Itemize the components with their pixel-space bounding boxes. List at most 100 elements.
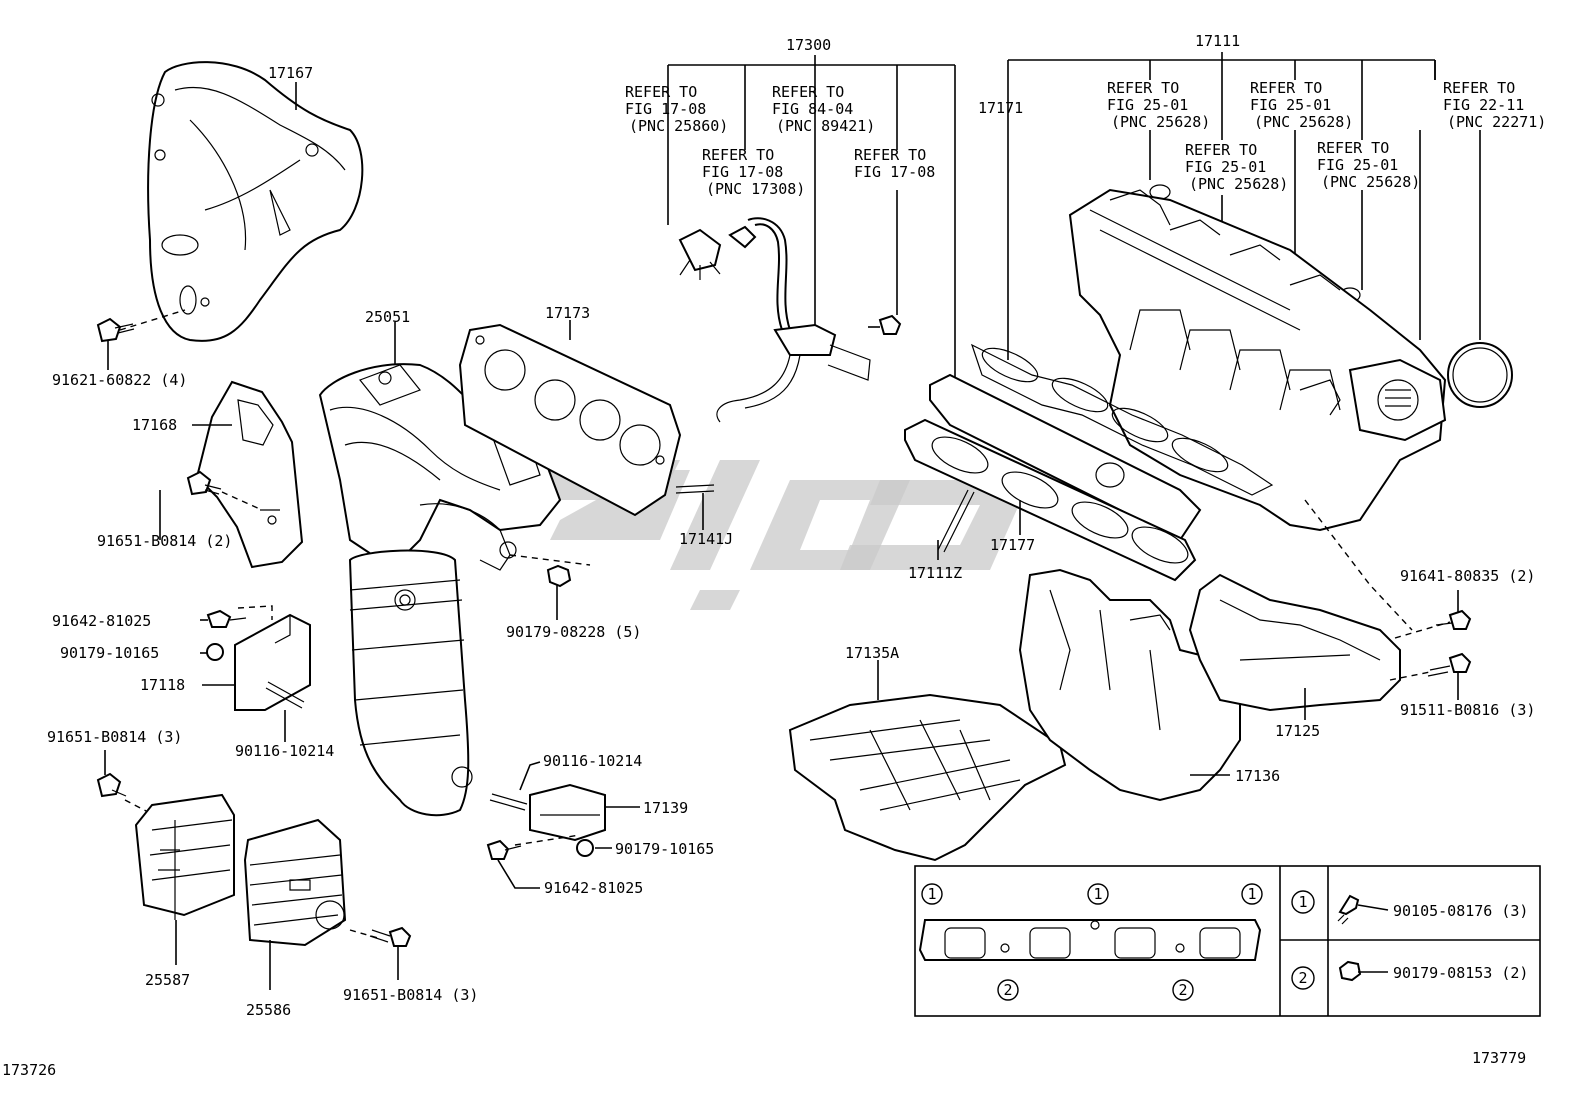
nut-90179-c (576, 839, 594, 857)
label-17136: 17136 (1235, 767, 1280, 785)
label-17139: 17139 (643, 799, 688, 817)
refer-3-line-1: REFER TO (772, 83, 844, 101)
refer-9-line-3: (PNC 22271) (1447, 113, 1546, 131)
label-90116-b: 90116-10214 (543, 752, 642, 770)
label-91642-a: 91642-81025 (52, 612, 151, 630)
label-17177: 17177 (990, 536, 1035, 554)
marker-1-right: 1 (1247, 885, 1256, 903)
label-91641: 91641-80835 (2) (1400, 567, 1535, 585)
label-17173: 17173 (545, 304, 590, 322)
label-91642-b: 91642-81025 (544, 879, 643, 897)
label-90179-c: 90179-10165 (615, 840, 714, 858)
insulator-25586 (243, 818, 347, 947)
refer-6-line-2: FIG 25-01 (1185, 158, 1266, 176)
label-25587: 25587 (145, 971, 190, 989)
refer-5-line-2: FIG 25-01 (1107, 96, 1188, 114)
refer-7-line-2: FIG 25-01 (1250, 96, 1331, 114)
gasket-17173 (458, 323, 682, 517)
bolt-91642-a (206, 609, 247, 628)
callout-labels: 17167 91621-60822 (4) 17168 91651-B0814 … (47, 32, 1535, 1019)
label-91621: 91621-60822 (4) (52, 371, 187, 389)
legend-box (914, 865, 1541, 1017)
bolt-91621 (96, 317, 135, 343)
label-17135a: 17135A (845, 644, 899, 662)
refer-9-line-1: REFER TO (1443, 79, 1515, 97)
stud-17141j (675, 484, 715, 494)
refer-8-line-2: FIG 25-01 (1317, 156, 1398, 174)
insulator-25587 (134, 793, 235, 920)
label-91651-a: 91651-B0814 (2) (97, 532, 232, 550)
bracket-17139 (529, 783, 606, 842)
label-90179-a: 90179-10165 (60, 644, 159, 662)
label-17167: 17167 (268, 64, 313, 82)
spacer-17177 (904, 373, 1202, 582)
refer-2-line-2: FIG 17-08 (702, 163, 783, 181)
bolt-91511 (1427, 652, 1472, 677)
label-17111z: 17111Z (908, 564, 962, 582)
gasket-17171 (970, 343, 1274, 496)
exhaust-manifold-25051 (318, 363, 562, 817)
stud-17111z (937, 489, 975, 553)
bolt-91651-b (96, 772, 127, 798)
label-25586: 25586 (246, 1001, 291, 1019)
refer-7-line-3: (PNC 25628) (1254, 113, 1353, 131)
bolt-91651-a (186, 470, 222, 496)
bracket-17118 (234, 613, 311, 711)
label-legend-part-1: 90105-08176 (3) (1393, 902, 1528, 920)
label-17171: 17171 (978, 99, 1023, 117)
refer-5-line-3: (PNC 25628) (1111, 113, 1210, 131)
legend-marker-2: 2 (1298, 969, 1307, 987)
heat-insulator-17168 (195, 380, 304, 569)
marker-1-left: 1 (927, 885, 936, 903)
label-90116-a: 90116-10214 (235, 742, 334, 760)
bolt-91641 (1435, 609, 1472, 630)
bolt-91651-c (369, 926, 412, 947)
stud-90116-a (265, 681, 305, 709)
bolt-91642-b (486, 839, 522, 860)
label-17300: 17300 (786, 36, 831, 54)
insulator-17135a (788, 693, 1067, 862)
refer-notes: REFER TO FIG 17-08 (PNC 25860) REFER TO … (625, 79, 1546, 198)
label-17168: 17168 (132, 416, 177, 434)
insulator-17136 (1018, 568, 1241, 802)
legend-marker-1: 1 (1298, 893, 1307, 911)
stud-90116-b (489, 793, 528, 811)
refer-3-line-3: (PNC 89421) (776, 117, 875, 135)
heat-insulator-17167 (147, 61, 364, 342)
refer-2-line-3: (PNC 17308) (706, 180, 805, 198)
marker-2-right: 2 (1178, 981, 1187, 999)
legend-markers: 1 1 1 2 2 1 2 (921, 883, 1315, 1001)
refer-2-line-1: REFER TO (702, 146, 774, 164)
insulator-17125 (1188, 573, 1401, 712)
label-91651-b: 91651-B0814 (3) (47, 728, 182, 746)
marker-1-center: 1 (1093, 885, 1102, 903)
refer-1-line-2: FIG 17-08 (625, 100, 706, 118)
refer-1-line-3: (PNC 25860) (629, 117, 728, 135)
refer-7-line-1: REFER TO (1250, 79, 1322, 97)
label-91651-c: 91651-B0814 (3) (343, 986, 478, 1004)
footer-code-right: 173779 (1472, 1049, 1526, 1067)
label-17111: 17111 (1195, 32, 1240, 50)
refer-5-line-1: REFER TO (1107, 79, 1179, 97)
refer-6-line-3: (PNC 25628) (1189, 175, 1288, 193)
label-17125: 17125 (1275, 722, 1320, 740)
label-25051: 25051 (365, 308, 410, 326)
refer-9-line-2: FIG 22-11 (1443, 96, 1524, 114)
nut-90179-a (206, 643, 224, 661)
label-legend-part-2: 90179-08153 (2) (1393, 964, 1528, 982)
refer-6-line-1: REFER TO (1185, 141, 1257, 159)
label-91511: 91511-B0816 (3) (1400, 701, 1535, 719)
refer-1-line-1: REFER TO (625, 83, 697, 101)
refer-4-line-2: FIG 17-08 (854, 163, 935, 181)
label-17118: 17118 (140, 676, 185, 694)
refer-4-line-1: REFER TO (854, 146, 926, 164)
footer-code-left: 173726 (2, 1061, 56, 1079)
label-90179-b: 90179-08228 (5) (506, 623, 641, 641)
label-17141j: 17141J (679, 530, 733, 548)
marker-2-left: 2 (1003, 981, 1012, 999)
refer-3-line-2: FIG 84-04 (772, 100, 853, 118)
intake-manifold-17111 (1068, 188, 1447, 532)
nut-90179-b (546, 564, 572, 588)
vacuum-hose-assembly (678, 217, 871, 423)
